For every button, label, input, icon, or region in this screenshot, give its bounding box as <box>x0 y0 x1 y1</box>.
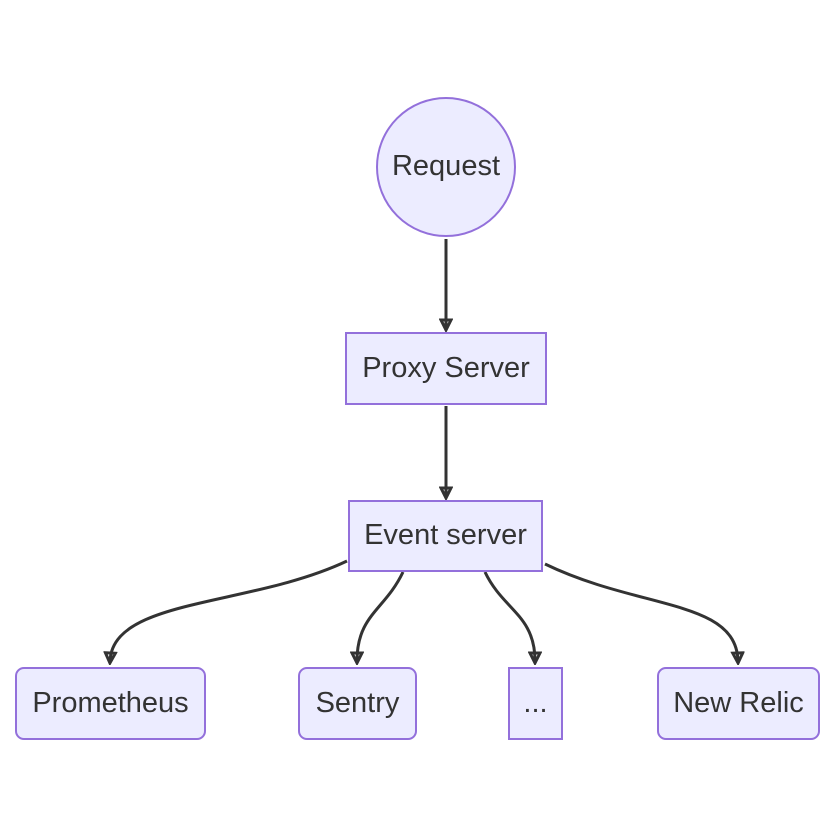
node-proxy-server: Proxy Server <box>345 332 547 405</box>
node-proxy-server-label: Proxy Server <box>362 351 530 384</box>
node-prometheus: Prometheus <box>15 667 206 740</box>
edge-event-to-sentry <box>357 571 405 661</box>
node-sentry-label: Sentry <box>315 686 400 719</box>
edge-event-to-ellipsis <box>483 571 535 661</box>
node-new-relic: New Relic <box>657 667 820 740</box>
node-event-server-label: Event server <box>364 519 527 552</box>
node-new-relic-label: New Relic <box>673 686 804 719</box>
edge-event-to-prometheus <box>110 559 348 661</box>
node-prometheus-label: Prometheus <box>32 686 189 719</box>
node-event-server: Event server <box>348 500 543 572</box>
node-sentry: Sentry <box>298 667 417 740</box>
node-request-label: Request <box>391 150 500 183</box>
edge-event-to-newrelic <box>544 562 738 661</box>
node-ellipsis-label: ... <box>523 686 548 719</box>
node-request: Request <box>376 97 516 237</box>
node-ellipsis: ... <box>508 667 563 740</box>
